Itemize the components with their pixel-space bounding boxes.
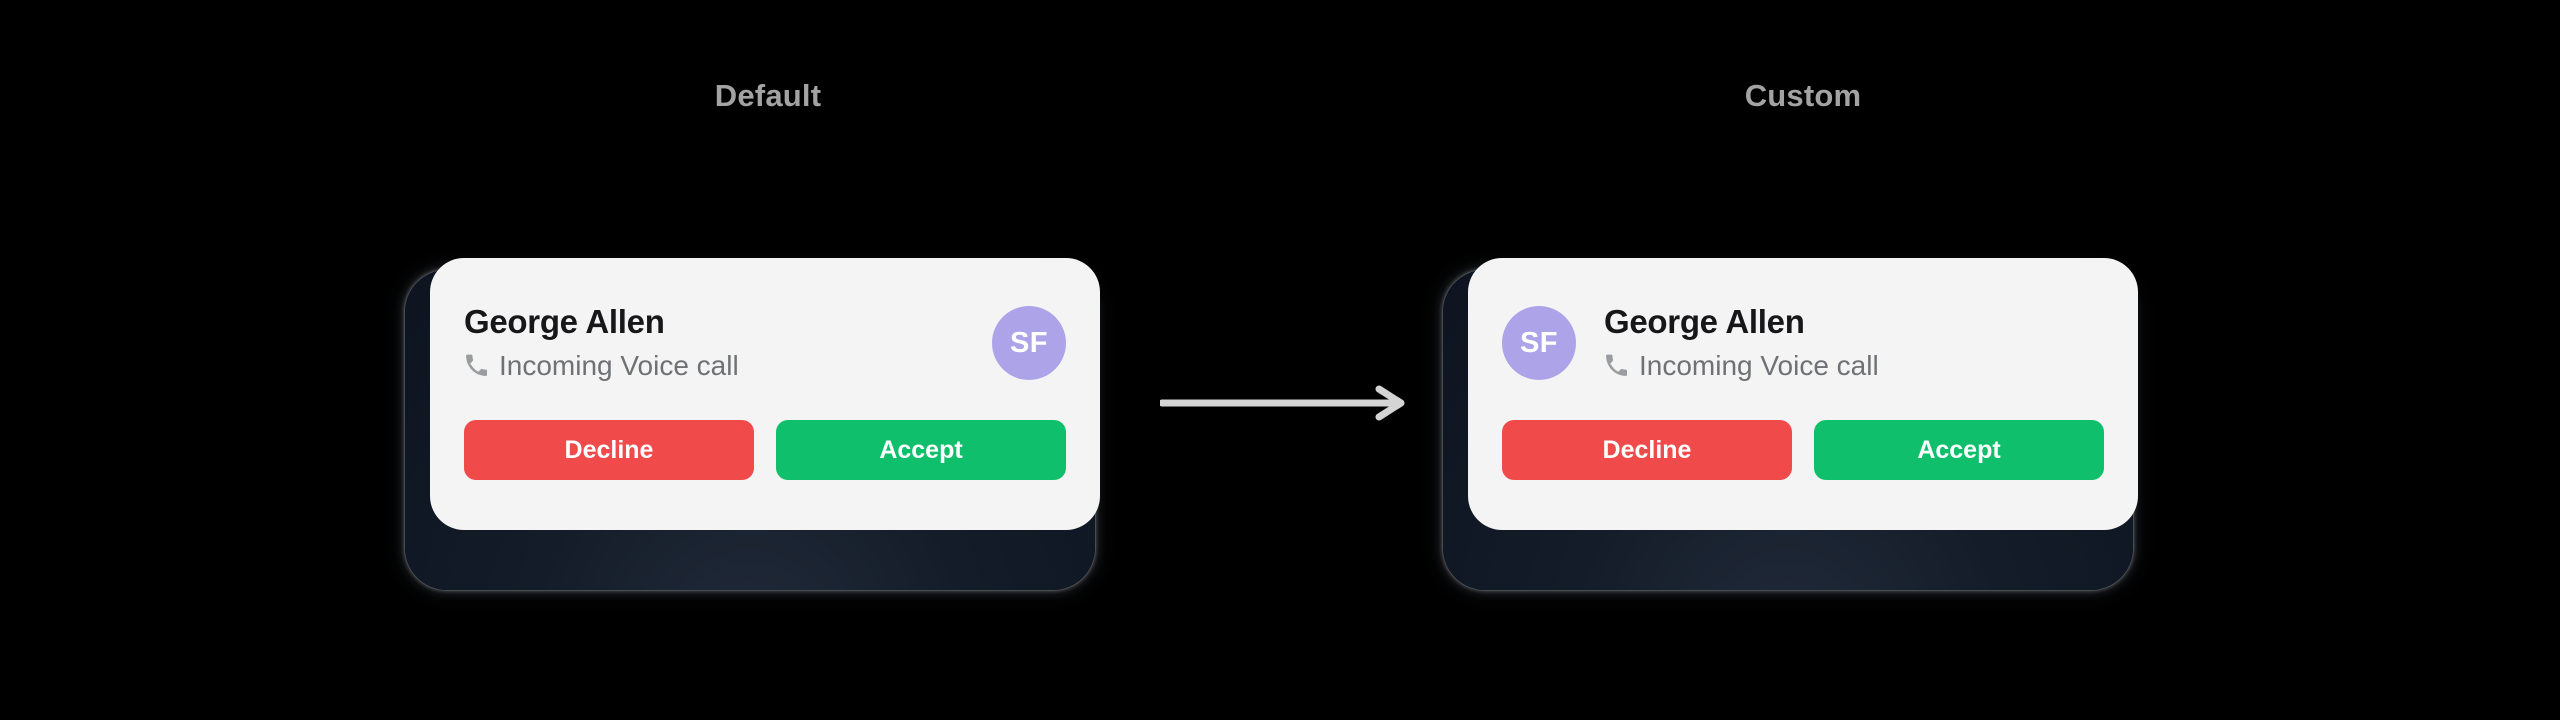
notification-title: George Allen [464, 303, 665, 341]
notification-mock-custom: George Allen Incoming Voice call SF Decl… [1443, 258, 2155, 594]
notification-subtitle-row: Incoming Voice call [1604, 349, 2104, 383]
avatar: SF [1502, 306, 1576, 380]
notification-subtitle-row: Incoming Voice call [464, 349, 992, 383]
phone-icon [1604, 353, 1629, 378]
column-heading-custom: Custom [1744, 78, 1862, 113]
notification-header-custom: George Allen Incoming Voice call SF [1502, 288, 2104, 398]
notification-subtitle-text: Incoming Voice call [1639, 350, 1879, 382]
decline-button[interactable]: Decline [1502, 420, 1792, 480]
notification-card-custom[interactable]: George Allen Incoming Voice call SF Decl… [1468, 258, 2138, 530]
notification-title: George Allen [1604, 303, 1805, 341]
avatar: SF [992, 306, 1066, 380]
notification-text-block: George Allen Incoming Voice call [1604, 303, 2104, 383]
arrow-right-icon [1160, 385, 1410, 421]
notification-header-default: George Allen Incoming Voice call SF [464, 288, 1066, 398]
notification-actions-default: Decline Accept [464, 420, 1066, 480]
notification-card-default[interactable]: George Allen Incoming Voice call SF Decl… [430, 258, 1100, 530]
notification-subtitle-text: Incoming Voice call [499, 350, 739, 382]
phone-icon [464, 353, 489, 378]
notification-mock-default: George Allen Incoming Voice call SF Decl… [405, 258, 1117, 594]
decline-button[interactable]: Decline [464, 420, 754, 480]
accept-button[interactable]: Accept [776, 420, 1066, 480]
notification-text-block: George Allen Incoming Voice call [464, 303, 992, 383]
notification-actions-custom: Decline Accept [1502, 420, 2104, 480]
accept-button[interactable]: Accept [1814, 420, 2104, 480]
column-heading-default: Default [714, 78, 822, 113]
